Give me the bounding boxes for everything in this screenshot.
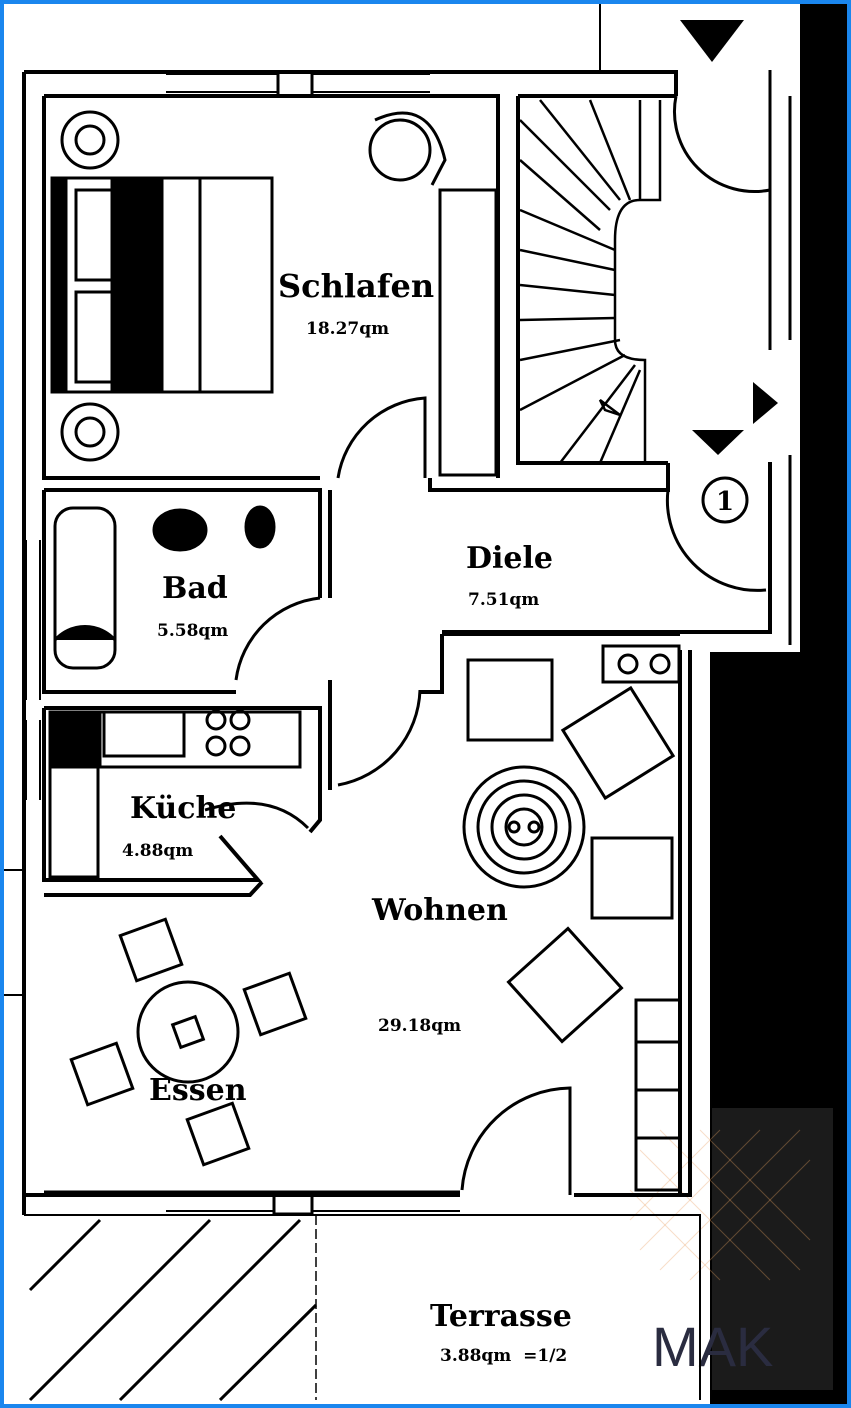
room-area-bad: 5.58qm bbox=[157, 621, 228, 641]
room-area-schlafen: 18.27qm bbox=[306, 319, 389, 339]
room-name-bad: Bad bbox=[162, 571, 228, 606]
room-name-schlafen: Schlafen bbox=[278, 267, 434, 305]
room-labels: Schlafen 18.27qm Diele 7.51qm Bad 5.58qm… bbox=[122, 267, 572, 1366]
room-area-kueche: 4.88qm bbox=[122, 841, 193, 861]
room-name-wohnen: Wohnen bbox=[371, 893, 508, 928]
walls bbox=[0, 0, 792, 1400]
staircase bbox=[519, 99, 662, 464]
watermark-box bbox=[712, 1108, 833, 1390]
room-name-essen: Essen bbox=[149, 1073, 247, 1108]
room-name-terrasse: Terrasse bbox=[430, 1299, 572, 1334]
arrow-down-icon bbox=[692, 430, 744, 455]
watermark-text: MAK bbox=[652, 1315, 773, 1378]
room-name-kueche: Küche bbox=[130, 791, 236, 826]
door-swings bbox=[204, 95, 771, 1195]
entrance-marker-number: 1 bbox=[716, 487, 734, 517]
room-area-terrasse: 3.88qm =1/2 bbox=[440, 1346, 567, 1366]
room-name-diele: Diele bbox=[466, 541, 553, 576]
furniture bbox=[28, 110, 682, 1402]
entrance-marker-circle bbox=[701, 476, 749, 524]
watermark-pattern bbox=[629, 1129, 811, 1281]
entrance-arrow-icon bbox=[680, 20, 744, 62]
arrow-right-icon bbox=[753, 382, 778, 424]
room-area-diele: 7.51qm bbox=[468, 590, 539, 610]
room-area-wohnen: 29.18qm bbox=[378, 1016, 461, 1036]
